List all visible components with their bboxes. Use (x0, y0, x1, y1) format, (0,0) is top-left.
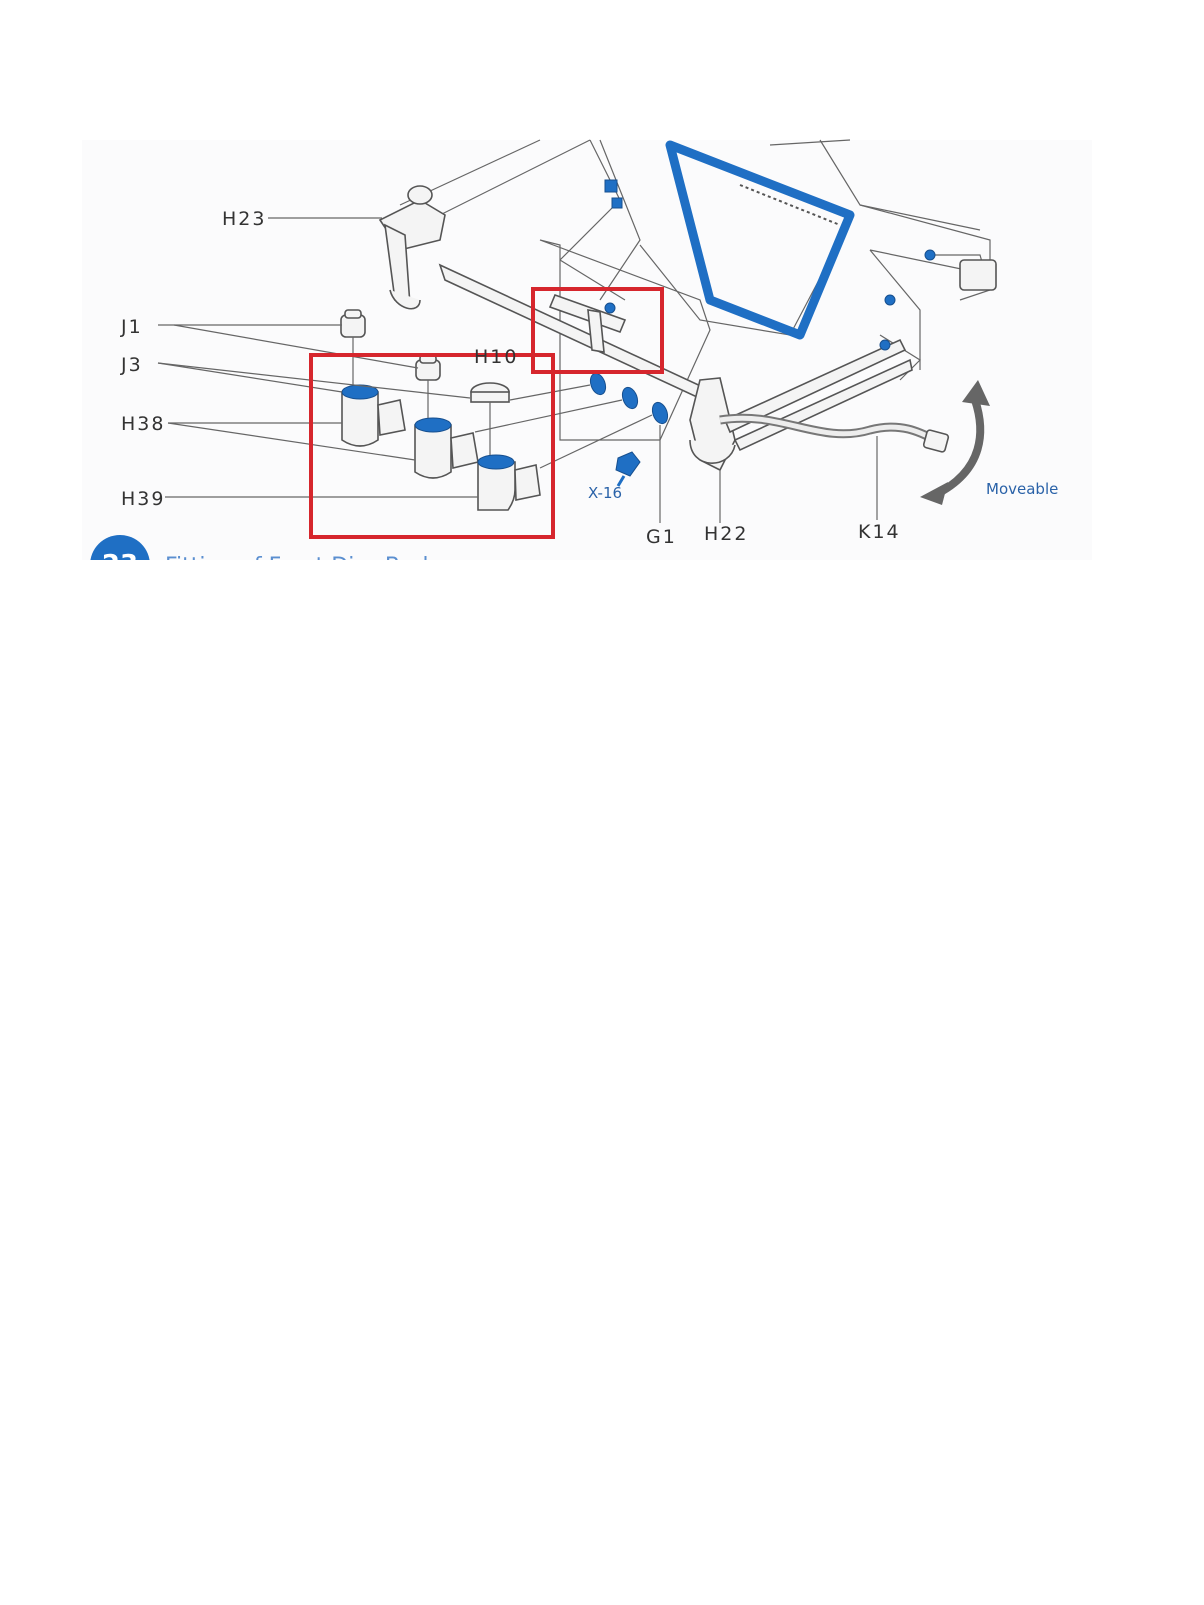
label-j3: J3 (120, 354, 143, 376)
chassis-frame (399, 139, 997, 441)
upper-arm-h23 (378, 185, 446, 310)
label-h39: H39 (121, 488, 165, 510)
step-header: 23 Fitting of Front Disc Brakes (90, 535, 459, 580)
lower-arm-h22 (689, 249, 936, 472)
brake-tee-h10 (548, 293, 627, 353)
leader-lines (157, 217, 878, 523)
reservoir-caps-j1 (340, 309, 510, 403)
reservoir-h39 (477, 454, 541, 511)
highlight-box-tee (531, 287, 664, 374)
label-j1: J1 (120, 316, 143, 338)
label-h22: H22 (704, 523, 748, 545)
label-h23: H23 (222, 208, 266, 230)
label-g1: G1 (646, 526, 677, 548)
moveable-arrow-icon (920, 380, 990, 505)
label-h10: H10 (474, 346, 518, 368)
highlight-box-reservoirs (309, 353, 555, 539)
brake-hose-k14 (719, 413, 950, 453)
label-k14: K14 (858, 521, 901, 543)
step-number-badge (90, 535, 150, 560)
label-x16: X-16 (588, 484, 622, 502)
step-number: 23 (102, 550, 138, 580)
screw-x16-icon (615, 451, 641, 487)
label-moveable: Moveable (986, 480, 1058, 498)
label-h38: H38 (121, 413, 165, 435)
reservoirs-h38 (341, 384, 479, 479)
step-title: Fitting of Front Disc Brakes (165, 554, 459, 579)
blue-frame-part (604, 140, 855, 340)
diagram-background (82, 140, 1092, 560)
